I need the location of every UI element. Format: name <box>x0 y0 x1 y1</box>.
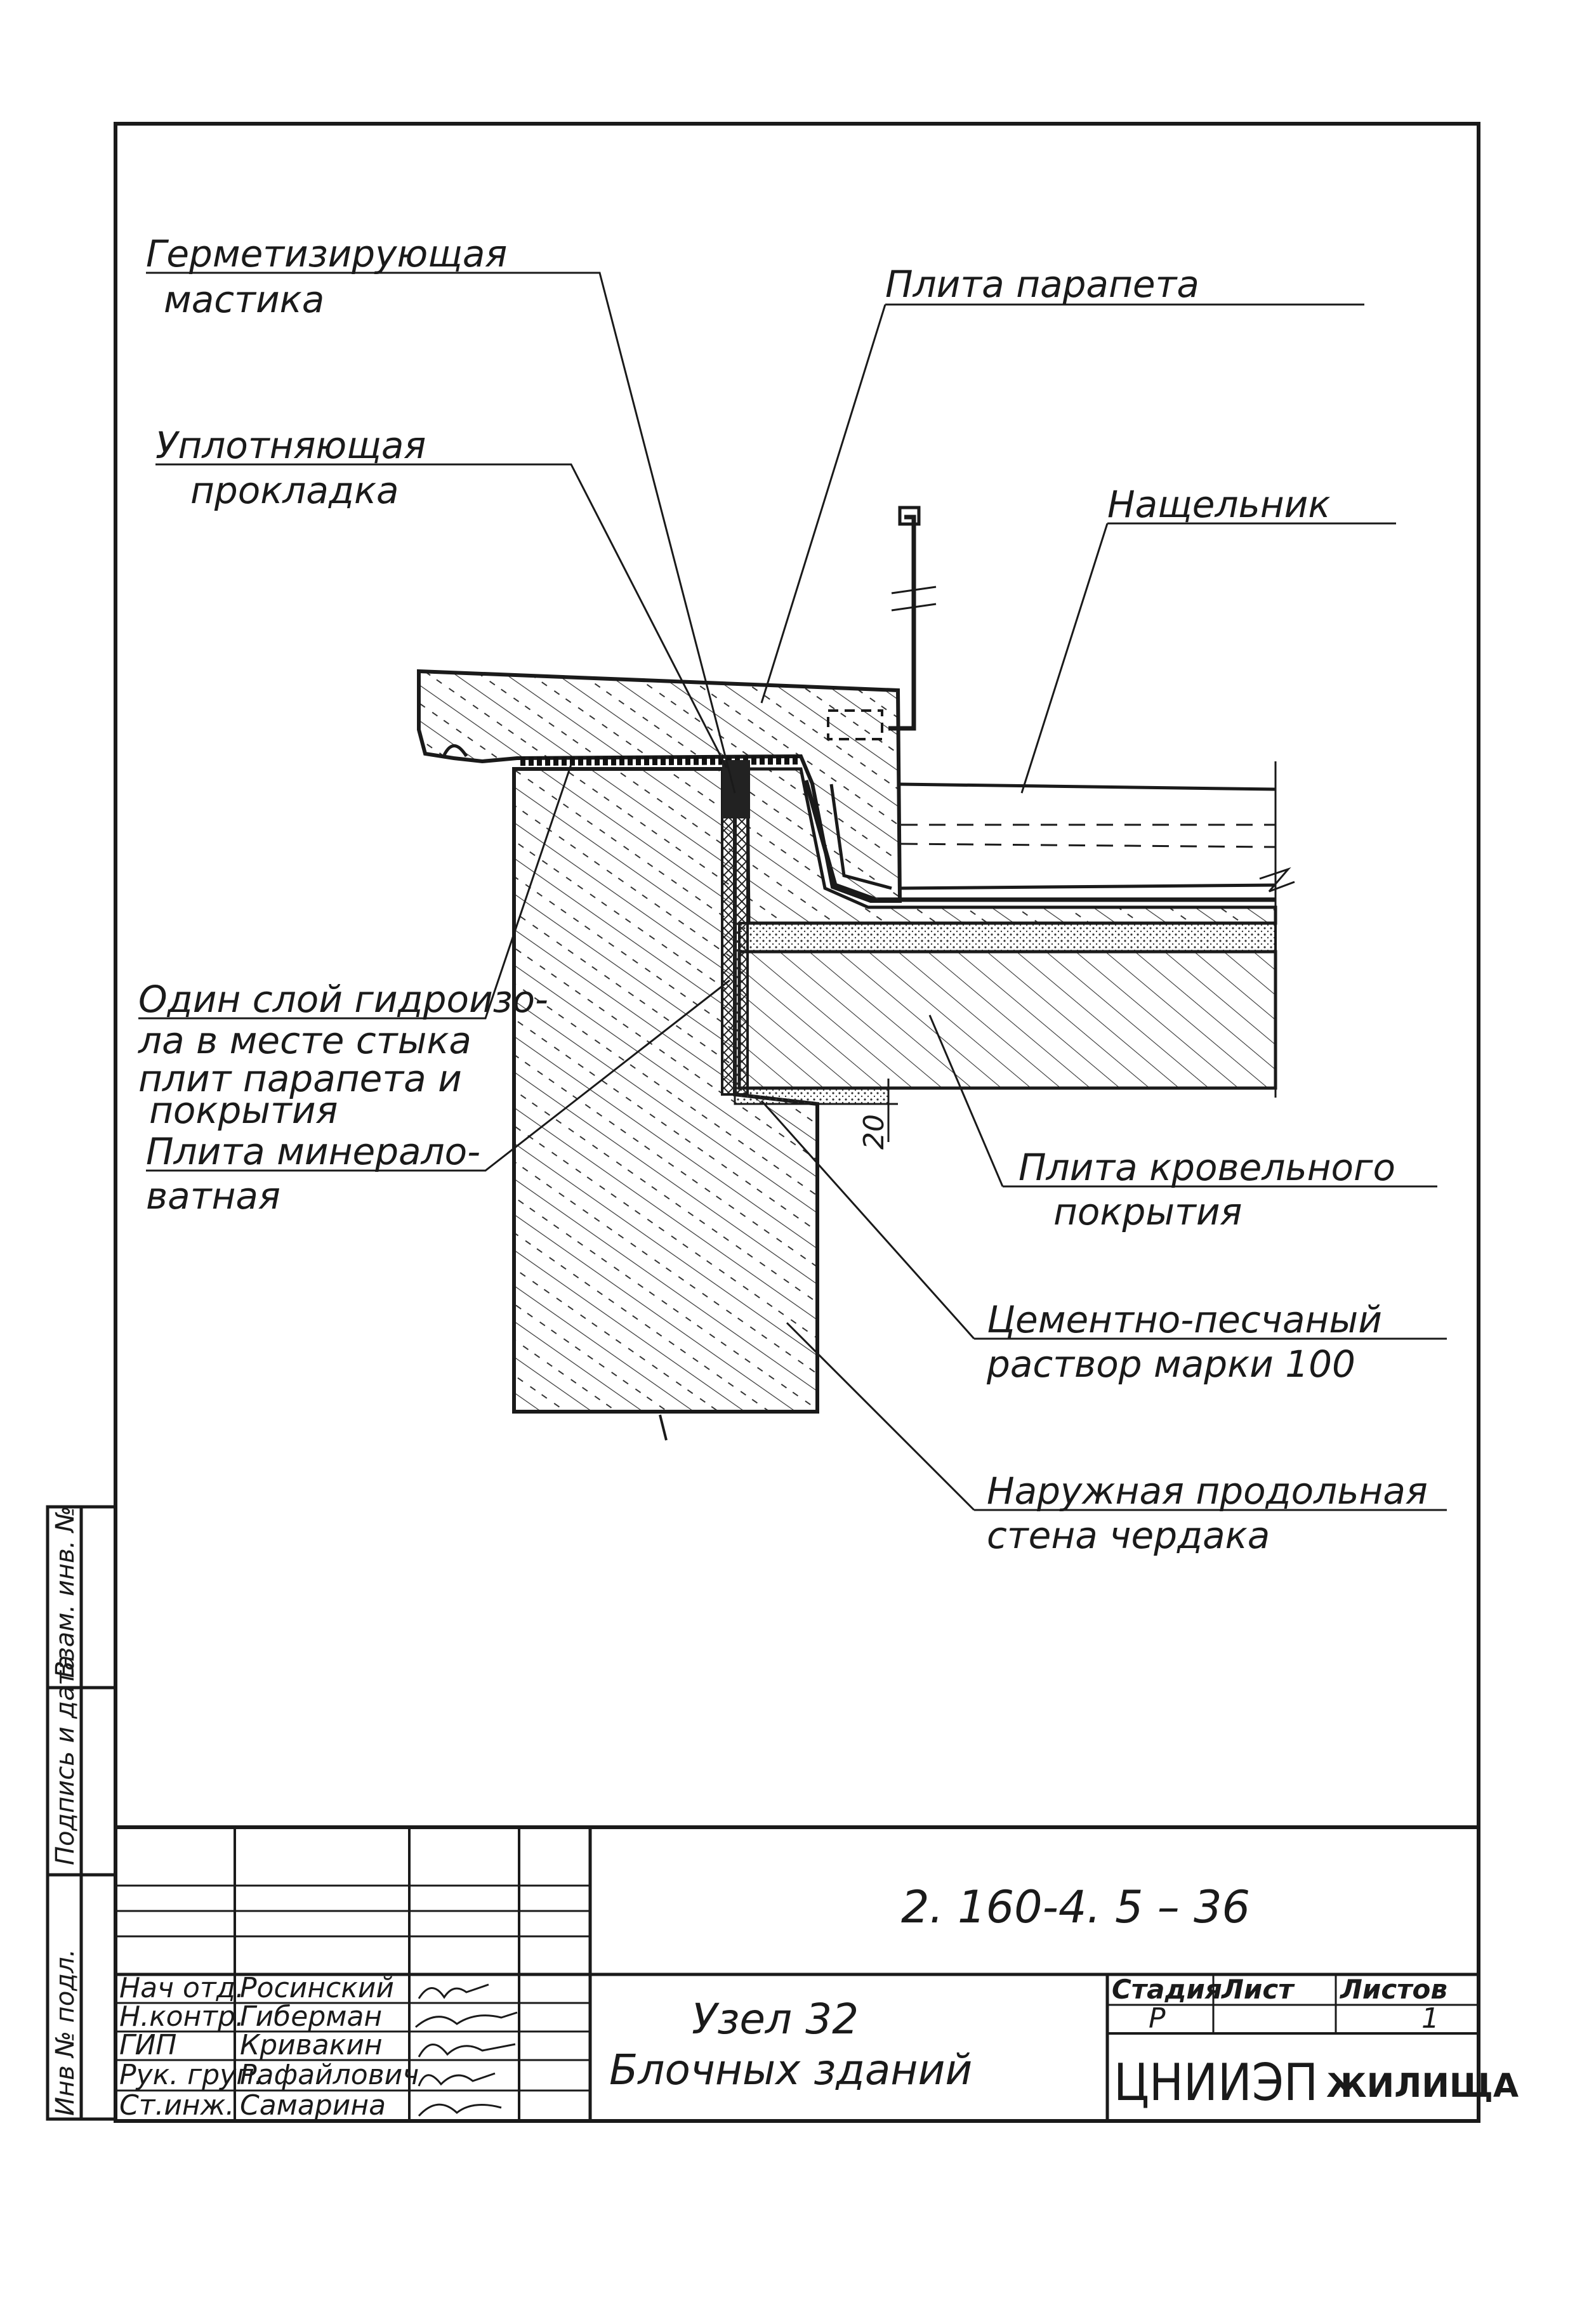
label-sealant-1: Герметизирующая <box>146 232 507 275</box>
signer-role-1: Н.контр. <box>119 2000 244 2033</box>
leader-flashing <box>1020 522 1396 794</box>
label-waterproofing-4: покрытия <box>149 1089 338 1132</box>
leader-waterproofing <box>138 764 572 1020</box>
parapet-slab <box>417 669 902 903</box>
label-flashing: Нащельник <box>1107 483 1330 526</box>
anchor-break <box>891 586 937 594</box>
anchor-rod <box>888 515 916 731</box>
callout-labels: Герметизирующая мастика Плита парапета У… <box>138 232 1428 1557</box>
org-main: ЦНИИЭП <box>1114 2053 1318 2112</box>
section-mark <box>659 1414 668 1441</box>
label-mineral-wool-2: ватная <box>146 1174 280 1218</box>
leader-mortar <box>760 1100 1447 1340</box>
sheets-value: 1 <box>1421 2002 1439 2035</box>
leader-sealant <box>146 272 736 794</box>
document-code: 2. 160-4. 5 – 36 <box>901 1881 1250 1933</box>
label-wall-2: стена чердака <box>987 1514 1270 1557</box>
sheets-header: Листов <box>1339 1974 1447 2005</box>
label-roof-slab-2: покрытия <box>1053 1190 1242 1233</box>
construction-detail: 20 <box>417 506 1295 1441</box>
signer-role-2: ГИП <box>119 2029 177 2061</box>
label-gasket-1: Уплотняющая <box>155 424 426 467</box>
signatures <box>415 1983 518 2117</box>
leader-wall <box>786 1322 1447 1511</box>
dimension-value: 20 <box>858 1114 890 1150</box>
screed-layer <box>738 922 1277 953</box>
side-sign-date: Подпись и дата <box>51 1655 80 1865</box>
label-waterproofing-2: ла в месте стыка <box>138 1019 471 1062</box>
roof-slab <box>737 950 1277 1090</box>
stage-header: Стадия <box>1112 1974 1222 2005</box>
label-parapet: Плита парапета <box>885 263 1199 306</box>
break-mark <box>1259 867 1295 893</box>
label-mortar-1: Цементно-песчаный <box>987 1298 1382 1341</box>
leader-parapet <box>760 303 1364 704</box>
side-replace-inv: Взам. инв. № <box>51 1506 80 1678</box>
mortar-layer <box>734 1087 890 1105</box>
signer-name-4: Самарина <box>240 2089 386 2122</box>
signer-role-0: Нач отд. <box>119 1972 244 2004</box>
label-waterproofing-3: плит парапета и <box>138 1057 462 1100</box>
leader-lines <box>138 272 1447 1511</box>
flashing-hidden <box>900 824 1276 848</box>
anchor-embed <box>827 709 883 740</box>
leader-roof-slab <box>928 1014 1437 1188</box>
org-sub: ЖИЛИЩА <box>1326 2067 1519 2105</box>
leader-mineral-wool <box>146 979 730 1172</box>
flashing-cover <box>899 782 1276 890</box>
label-sealant-2: мастика <box>164 278 324 321</box>
signer-name-3: Рафайлович <box>240 2059 419 2091</box>
anchor-head <box>898 506 921 526</box>
label-mineral-wool-1: Плита минерало- <box>146 1130 480 1173</box>
stage-value: Р <box>1149 2002 1166 2035</box>
anchor-break-2 <box>891 603 937 612</box>
side-inv-no: Инв № подл. <box>51 1949 80 2116</box>
signer-name-1: Гиберман <box>240 2000 382 2033</box>
title-line-2: Блочных зданий <box>609 2045 972 2094</box>
leader-gasket <box>155 463 728 768</box>
signer-role-4: Ст.инж. <box>119 2089 234 2122</box>
flashing-profile <box>829 784 892 890</box>
label-gasket-2: прокладка <box>190 469 399 512</box>
label-roof-slab-1: Плита кровельного <box>1018 1146 1395 1189</box>
waterproofing-strip <box>520 756 801 766</box>
label-mortar-2: раствор марки 100 <box>986 1343 1355 1386</box>
sealant <box>722 760 750 818</box>
fillet <box>746 767 1277 925</box>
title-line-1: Узел 32 <box>692 1995 859 2044</box>
label-waterproofing-1: Один слой гидроизо- <box>138 978 548 1021</box>
signer-name-2: Кривакин <box>240 2029 383 2061</box>
title-block <box>114 1825 1480 2123</box>
signer-name-0: Росинский <box>240 1972 394 2004</box>
signer-role-3: Рук. груп. <box>119 2059 263 2091</box>
drip-groove <box>442 744 468 758</box>
sheet-header: Лист <box>1220 1974 1295 2005</box>
side-stamp <box>46 1505 117 2121</box>
label-wall-1: Наружная продольная <box>987 1469 1428 1513</box>
